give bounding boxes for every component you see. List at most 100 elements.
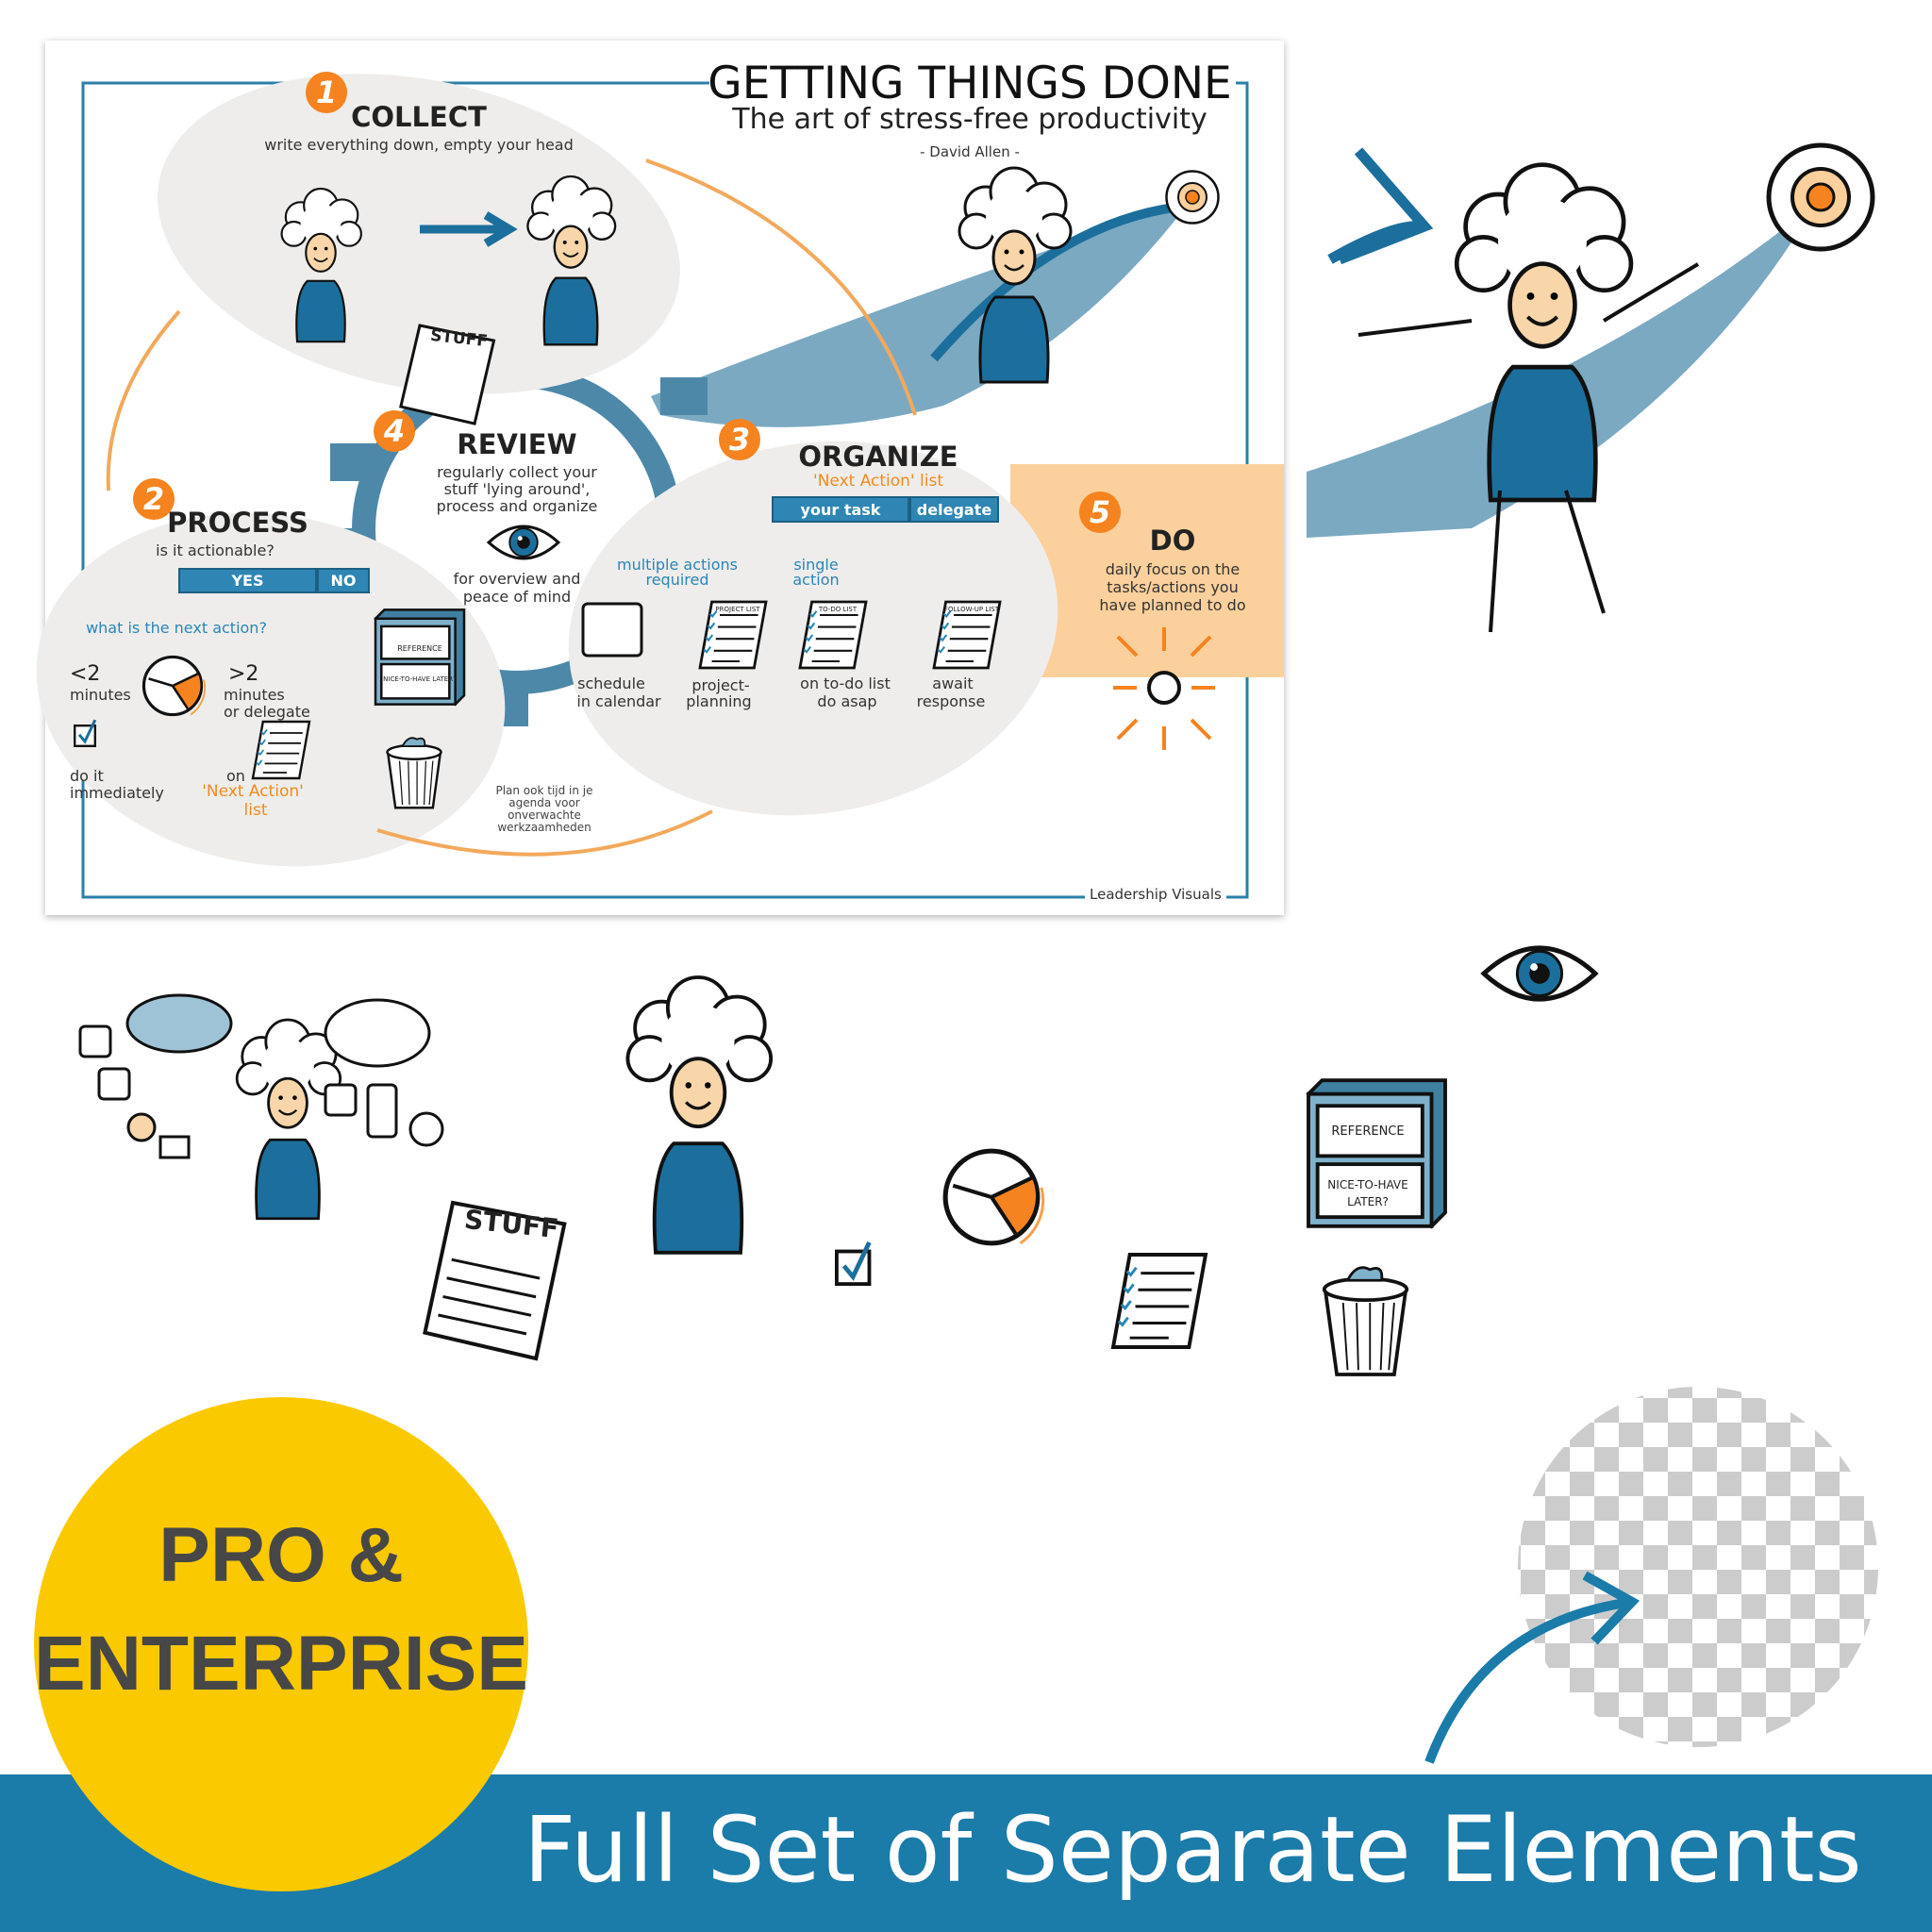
next-action-list-icon	[251, 720, 311, 780]
small-person-icon	[126, 1112, 157, 1142]
do-it-label: do it	[70, 767, 104, 785]
action-label: action	[792, 571, 840, 589]
list-label: list	[243, 801, 268, 820]
organize-sub: 'Next Action' list	[813, 472, 943, 491]
step-1-badge: 1	[306, 72, 347, 113]
collect-desc: write everything down, empty your head	[264, 136, 574, 154]
enterprise-label: ENTERPRISE	[34, 1621, 528, 1707]
pro-label: PRO &	[158, 1512, 404, 1598]
task-delegate-bar: your task delegate	[772, 496, 999, 523]
single-label: single	[793, 556, 839, 574]
stuff-paper-large-icon	[423, 1200, 567, 1361]
planning-label: planning	[686, 692, 752, 710]
await-label: await	[932, 675, 974, 692]
stuff-paper-icon	[399, 324, 496, 425]
do-heading: DO	[1149, 525, 1196, 557]
process-heading: PROCESS	[167, 507, 308, 539]
swoosh-shape	[651, 203, 1189, 427]
question-cloud-icon	[324, 998, 431, 1068]
review-overview-2: peace of mind	[462, 588, 572, 606]
note-3: onverwachte	[508, 808, 581, 822]
facebook-icon	[97, 1067, 131, 1101]
your-task-label: your task	[772, 496, 909, 523]
linkedin-icon	[324, 1083, 358, 1117]
whatsapp-icon	[408, 1111, 444, 1147]
step-2-badge: 2	[133, 478, 175, 520]
more-than-2-extra: or delegate	[224, 703, 310, 721]
delegate-label: delegate	[909, 496, 999, 523]
trash-can-icon	[386, 736, 442, 809]
review-overview-1: for overview and	[453, 570, 581, 588]
step-5-badge: 5	[1079, 491, 1121, 533]
checkbox-large-icon	[837, 1242, 870, 1284]
stressed-person-large	[235, 1018, 342, 1221]
schedule-label: schedule	[577, 675, 645, 692]
collect-heading: COLLECT	[351, 101, 487, 133]
more-than-2-unit: minutes	[224, 686, 285, 704]
next-action-question: what is the next action?	[86, 619, 267, 637]
response-label: response	[916, 692, 986, 710]
mail-icon	[158, 1135, 191, 1159]
thought-cloud-icon	[125, 993, 233, 1054]
reference-drawer-label: REFERENCE	[397, 644, 442, 653]
step-4-badge: 4	[374, 410, 415, 452]
review-desc-3: process and organize	[436, 497, 598, 515]
note-2: agenda voor	[508, 796, 580, 809]
list-large-icon	[1111, 1253, 1208, 1349]
note-4: werkzaamheden	[497, 821, 591, 834]
swoosh-line	[930, 201, 1191, 362]
required-label: required	[645, 571, 709, 589]
target-large-icon	[1769, 145, 1873, 249]
process-question: is it actionable?	[156, 541, 275, 559]
poster-subtitle: The art of stress-free productivity	[732, 103, 1208, 136]
pro-enterprise-badge	[34, 1397, 528, 1891]
do-asap-label: do asap	[817, 692, 877, 710]
collect-arrow-icon	[420, 211, 518, 247]
review-desc-1: regularly collect your	[437, 463, 597, 481]
next-action-list-label: 'Next Action'	[202, 782, 304, 801]
focus-arrows-icon	[1113, 627, 1215, 750]
step-3-badge: 3	[719, 419, 760, 460]
in-calendar-label: in calendar	[576, 692, 661, 710]
do-desc-2: tasks/actions you	[1107, 578, 1239, 596]
poster	[36, 41, 1284, 915]
trash-can-large-icon	[1324, 1268, 1407, 1374]
eye-large-icon	[1484, 948, 1595, 999]
no-label: NO	[317, 568, 370, 593]
less-than-2-unit: minutes	[70, 686, 131, 704]
immediately-label: immediately	[70, 784, 164, 802]
multiple-actions-label: multiple actions	[616, 556, 739, 574]
process-bubble	[36, 512, 506, 867]
yes-label: YES	[178, 568, 317, 593]
nice-to-have-drawer-label: NICE-TO-HAVE LATER?	[383, 675, 457, 683]
poster-author: - David Allen -	[920, 143, 1020, 160]
yes-no-bar: YES NO	[178, 568, 370, 593]
on-label: on	[226, 767, 245, 785]
project-label: project-	[691, 676, 750, 694]
followup-list-title: FOLLOW-UP LIST	[943, 606, 1000, 613]
todo-list-title: TO-DO LIST	[818, 606, 858, 613]
todo-label: on to-do list	[800, 675, 891, 692]
less-than-2: <2	[70, 662, 101, 686]
collect-cluster	[78, 993, 444, 1221]
brand-logo: Leadership Visuals	[1090, 886, 1222, 903]
transparency-checker	[1518, 1387, 1878, 1747]
review-heading: REVIEW	[457, 428, 577, 460]
poster-title: GETTING THINGS DONE	[708, 58, 1232, 109]
note-1: Plan ook tijd in je	[495, 784, 593, 797]
nice-to-have-large-label: NICE-TO-HAVE	[1327, 1178, 1408, 1191]
curved-arrow-icon	[1424, 1571, 1641, 1764]
calendar-icon	[581, 602, 643, 658]
target-icon	[1165, 170, 1220, 225]
later-large-label: LATER?	[1347, 1195, 1389, 1208]
do-desc-1: daily focus on the	[1105, 560, 1241, 578]
banner-text: Full Set of Separate Elements	[524, 1797, 1862, 1903]
focus-check-icon	[1147, 671, 1181, 705]
phone-icon	[366, 1083, 398, 1139]
reference-large-label: REFERENCE	[1331, 1124, 1405, 1139]
filing-cabinet-icon	[374, 608, 466, 706]
more-than-2: >2	[228, 662, 259, 686]
calm-person-large	[625, 975, 774, 1255]
